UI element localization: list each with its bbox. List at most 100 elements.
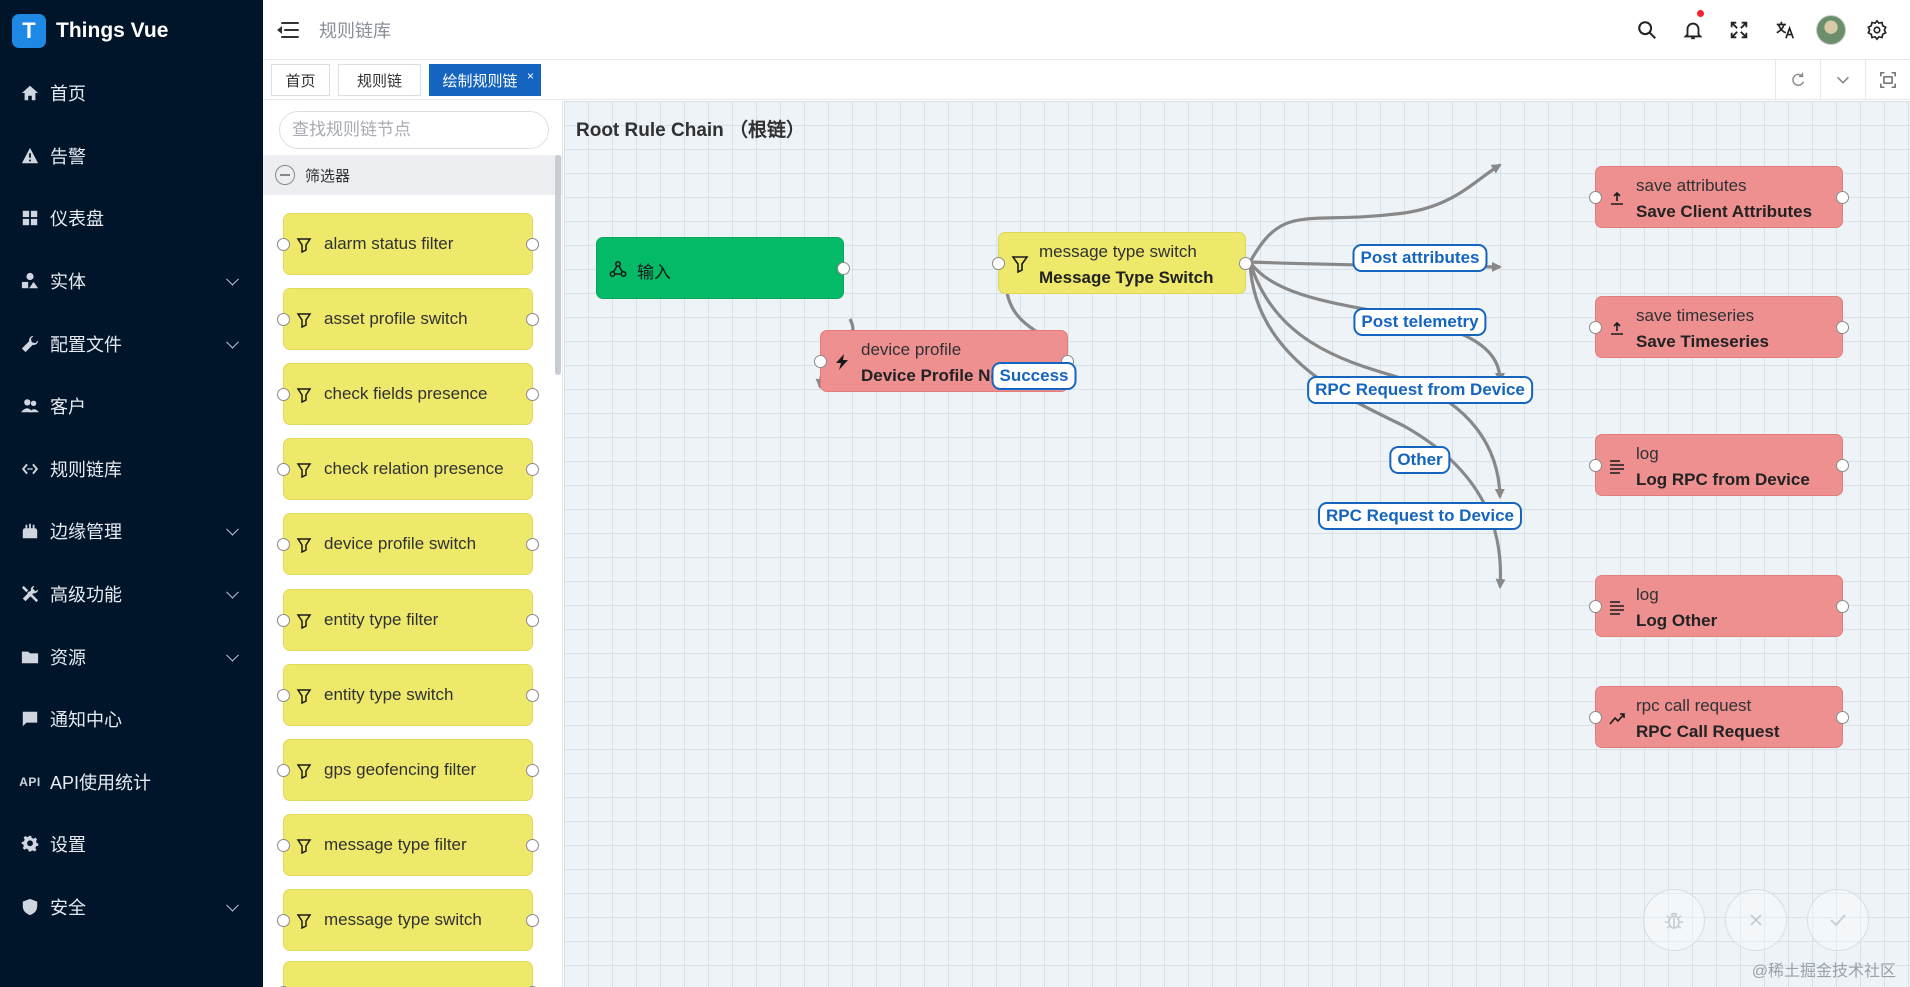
sidebar-item-profiles[interactable]: 配置文件 (0, 312, 263, 375)
tab-home[interactable]: 首页 (271, 64, 330, 96)
sidebar-item-label: 客户 (50, 397, 86, 418)
cancel-button[interactable] (1725, 889, 1787, 951)
palette-node-gps-geofencing-filter[interactable]: gps geofencing filter (277, 738, 539, 801)
node-type: log (1636, 585, 1659, 604)
input-port (277, 763, 290, 777)
palette-node-entity-type-switch[interactable]: entity type switch (277, 663, 539, 726)
translate-icon[interactable] (1762, 0, 1808, 60)
palette-node-check-relation-presence[interactable]: check relation presence (277, 438, 539, 501)
output-port[interactable] (1836, 321, 1849, 334)
input-port[interactable] (1589, 600, 1602, 613)
edge-label-other[interactable]: Other (1389, 446, 1451, 474)
output-port (526, 613, 539, 627)
fit-screen-icon[interactable] (1865, 60, 1910, 100)
output-port[interactable] (1836, 191, 1849, 204)
edge-label-success[interactable]: Success (991, 362, 1077, 390)
output-port (526, 538, 539, 552)
output-port[interactable] (1836, 600, 1849, 613)
palette-node-alarm-status-filter[interactable]: alarm status filter (277, 213, 539, 275)
sidebar-item-label: 安全 (50, 898, 86, 919)
input-port[interactable] (814, 355, 827, 368)
input-port[interactable] (992, 257, 1005, 270)
palette-node-message-type-filter[interactable]: message type filter (277, 813, 539, 876)
menu-toggle-icon[interactable] (277, 21, 299, 39)
notification-dot (1697, 10, 1704, 17)
input-port[interactable] (1589, 321, 1602, 334)
tools-icon (20, 584, 40, 604)
rule-chain-canvas[interactable]: Root Rule Chain （根链） 输入 (564, 101, 1910, 987)
sidebar-item-settings[interactable]: 设置 (0, 813, 263, 876)
avatar[interactable] (1808, 0, 1854, 60)
message-icon (20, 709, 40, 729)
sidebar-item-edge[interactable]: 边缘管理 (0, 500, 263, 563)
palette-node-label: check fields presence (324, 384, 488, 404)
check-icon (1830, 914, 1846, 927)
node-log-rpc[interactable]: log Log RPC from Device (1589, 434, 1849, 496)
input-port[interactable] (1589, 459, 1602, 472)
node-message-type-switch[interactable]: message type switch Message Type Switch (992, 232, 1252, 294)
filter-group-header[interactable]: 筛选器 (263, 155, 562, 195)
collapse-icon (275, 165, 295, 185)
palette-node-partial[interactable] (277, 961, 539, 987)
sidebar-item-dashboard[interactable]: 仪表盘 (0, 187, 263, 250)
sidebar-item-resources[interactable]: 资源 (0, 625, 263, 688)
input-port[interactable] (1589, 191, 1602, 204)
gear-icon[interactable] (1854, 0, 1900, 60)
edge-label-rpc-from-device[interactable]: RPC Request from Device (1307, 376, 1533, 404)
sidebar-item-entity[interactable]: 实体 (0, 250, 263, 313)
palette-scrollbar[interactable] (555, 155, 561, 375)
node-type: device profile (861, 340, 962, 359)
chevron-down-icon[interactable] (1820, 60, 1865, 100)
input-port (277, 688, 290, 702)
edge-label-rpc-to-device[interactable]: RPC Request to Device (1318, 502, 1522, 530)
tab-draw-rule-chain[interactable]: 绘制规则链 × (429, 64, 541, 96)
palette-node-device-profile-switch[interactable]: device profile switch (277, 513, 539, 576)
refresh-icon[interactable] (1775, 60, 1820, 100)
palette-node-check-fields-presence[interactable]: check fields presence (277, 363, 539, 426)
bell-icon[interactable] (1670, 0, 1716, 60)
node-save-attributes[interactable]: save attributes Save Client Attributes (1589, 166, 1849, 228)
brand[interactable]: T Things Vue (0, 0, 263, 62)
output-port[interactable] (1836, 459, 1849, 472)
apply-button[interactable] (1807, 889, 1869, 951)
tab-rule-chains[interactable]: 规则链 (338, 64, 421, 96)
edge-label-post-telemetry[interactable]: Post telemetry (1353, 308, 1487, 336)
input-port[interactable] (1589, 711, 1602, 724)
node-save-timeseries[interactable]: save timeseries Save Timeseries (1589, 296, 1849, 358)
node-type: message type switch (1039, 242, 1197, 261)
filter-icon (296, 763, 312, 779)
filter-icon (296, 538, 312, 554)
sidebar-item-alarm[interactable]: 告警 (0, 125, 263, 188)
sidebar-item-notifications[interactable]: 通知中心 (0, 688, 263, 751)
output-port[interactable] (1239, 257, 1252, 270)
wrench-icon (20, 334, 40, 354)
close-icon[interactable]: × (526, 69, 534, 83)
input-port (277, 538, 290, 552)
node-search-input[interactable] (279, 111, 549, 149)
input-port (277, 388, 290, 402)
debug-button[interactable] (1643, 889, 1705, 951)
palette-node-label: check relation presence (324, 459, 504, 479)
filter-icon (1011, 256, 1029, 273)
node-input[interactable]: 输入 (596, 237, 850, 299)
fullscreen-icon[interactable] (1716, 0, 1762, 60)
chevron-down-icon (226, 898, 239, 912)
output-port[interactable] (1836, 711, 1849, 724)
palette-node-message-type-switch[interactable]: message type switch (277, 888, 539, 951)
output-port[interactable] (837, 262, 850, 275)
sidebar-item-rulechains[interactable]: 规则链库 (0, 438, 263, 501)
sidebar-item-label: 设置 (50, 835, 86, 856)
palette-node-entity-type-filter[interactable]: entity type filter (277, 588, 539, 651)
output-port (526, 763, 539, 777)
app-title: Things Vue (56, 19, 169, 42)
node-log-other[interactable]: log Log Other (1589, 575, 1849, 637)
sidebar-item-home[interactable]: 首页 (0, 62, 263, 125)
search-icon[interactable] (1624, 0, 1670, 60)
sidebar-item-customers[interactable]: 客户 (0, 375, 263, 438)
palette-node-asset-profile-switch[interactable]: asset profile switch (277, 288, 539, 351)
edge-label-post-attributes[interactable]: Post attributes (1352, 244, 1488, 272)
node-rpc-call-request[interactable]: rpc call request RPC Call Request (1589, 686, 1849, 748)
sidebar-item-api-usage[interactable]: API API使用统计 (0, 751, 263, 814)
sidebar-item-advanced[interactable]: 高级功能 (0, 563, 263, 626)
sidebar-item-security[interactable]: 安全 (0, 876, 263, 939)
